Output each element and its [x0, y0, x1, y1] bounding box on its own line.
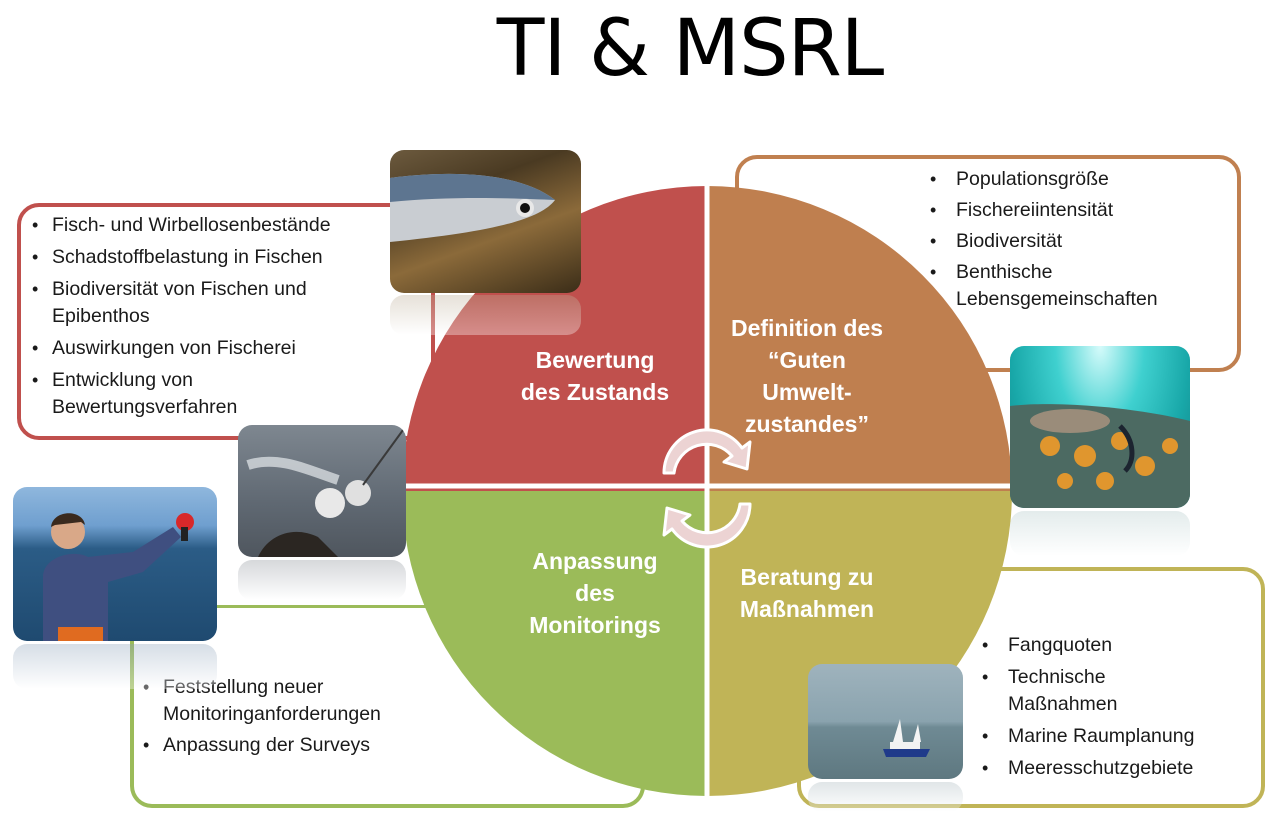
cycle-wheel: [402, 186, 1012, 796]
quadrant-bewertung: [402, 186, 707, 491]
label-line: Bewertung: [535, 347, 655, 373]
list-item: Technische Maßnahmen: [978, 664, 1178, 718]
plankton-net-photo-reflection: [238, 560, 406, 600]
crab-underwater-photo: [1010, 346, 1190, 508]
list-anpassung: Feststellung neuer Monitoringanforderung…: [141, 674, 453, 763]
list-item: Entwicklung von Bewertungsverfahren: [30, 367, 302, 421]
list-item: Auswirkungen von Fischerei: [30, 335, 372, 362]
quadrant-beratung: [707, 491, 1012, 796]
person-at-sea-photo-reflection: [13, 644, 217, 689]
person-at-sea-photo: [13, 487, 217, 641]
quadrant-definition: [707, 186, 1012, 491]
label-line: Maßnahmen: [739, 596, 875, 622]
list-item: Feststellung neuer Monitoringanforderung…: [141, 674, 453, 728]
list-item: Fischereiintensität: [926, 197, 1186, 224]
list-item: Benthische Lebensgemeinschaften: [926, 259, 1186, 313]
arrow-bottom-icon: [662, 502, 752, 549]
label-line: Monitorings: [529, 612, 661, 638]
label-line: des: [575, 580, 615, 606]
fish-photo-reflection: [390, 295, 581, 335]
list-item: Anpassung der Surveys: [141, 732, 453, 759]
label-line: “Guten: [768, 347, 846, 373]
list-definition: Populationsgröße Fischereiintensität Bio…: [926, 166, 1186, 317]
page-title: TI & MSRL: [496, 4, 885, 94]
quadrant-anpassung: [402, 491, 707, 796]
list-item: Biodiversität: [926, 228, 1186, 255]
fish-photo: [390, 150, 581, 293]
label-line: des Zustands: [520, 379, 670, 405]
arrow-top-icon: [662, 428, 752, 475]
label-line: zustandes”: [745, 411, 869, 437]
quadrant-label-beratung: Beratung zu Maßnahmen: [717, 561, 897, 625]
list-item: Populationsgröße: [926, 166, 1186, 193]
label-line: Anpassung: [532, 548, 658, 574]
list-item: Schadstoffbelastung in Fischen: [30, 244, 372, 271]
list-item: Meeresschutzgebiete: [978, 755, 1194, 782]
list-beratung: Fangquoten Technische Maßnahmen Marine R…: [978, 632, 1194, 787]
list-item: Biodiversität von Fischen und Epibenthos: [30, 276, 372, 330]
cycle-arrows-icon: [662, 428, 752, 549]
label-line: Definition des: [730, 315, 884, 341]
quadrant-label-bewertung: Bewertung des Zustands: [505, 344, 685, 408]
label-line: Umwelt-: [762, 379, 852, 405]
quadrant-label-definition: Definition des “Guten Umwelt- zustandes”: [717, 312, 897, 440]
label-line: Beratung zu: [740, 564, 874, 590]
quadrant-label-anpassung: Anpassung des Monitorings: [505, 545, 685, 641]
list-item: Fisch- und Wirbellosenbestände: [30, 212, 372, 239]
fishing-boat-photo-reflection: [808, 782, 963, 812]
crab-underwater-photo-reflection: [1010, 511, 1190, 556]
fishing-boat-photo: [808, 664, 963, 779]
list-item: Fangquoten: [978, 632, 1194, 659]
plankton-net-photo: [238, 425, 406, 557]
list-bewertung: Fisch- und Wirbellosenbestände Schadstof…: [30, 212, 372, 426]
list-item: Marine Raumplanung: [978, 723, 1194, 750]
